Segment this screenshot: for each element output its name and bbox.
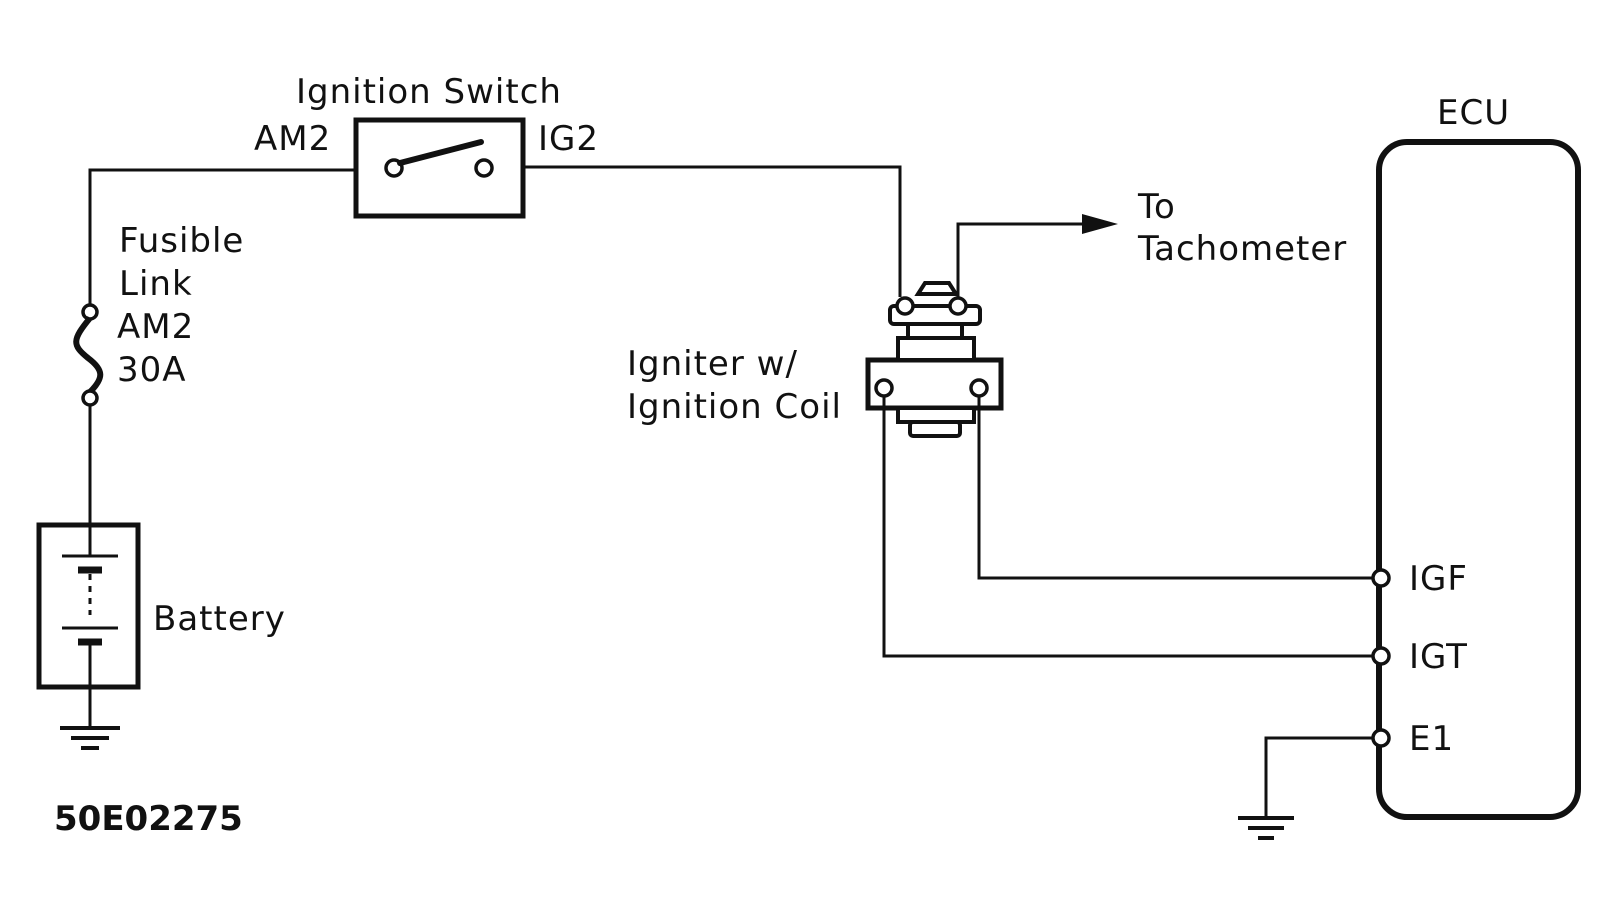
igniter-label-line2: Ignition Coil <box>627 387 842 427</box>
fuse-rating-label: 30A <box>117 350 187 390</box>
e1-label: E1 <box>1409 719 1454 759</box>
figure-code: 50E02275 <box>54 799 243 839</box>
ignition-switch-symbol <box>353 117 526 219</box>
igniter-label-line1: Igniter w/ <box>627 344 798 384</box>
igt-terminal <box>1371 646 1391 666</box>
fusible-label: Fusible <box>119 221 244 261</box>
ig2-wire <box>523 165 902 297</box>
ecu-label: ECU <box>1437 93 1510 133</box>
igt-label: IGT <box>1409 637 1468 677</box>
supply-wire <box>88 168 355 525</box>
igniter-symbol <box>865 281 1004 438</box>
battery-symbol <box>36 522 141 690</box>
igf-wire <box>977 396 1379 580</box>
battery-ground-symbol <box>60 687 120 750</box>
fuse-name-label: AM2 <box>117 307 194 347</box>
ig2-terminal-label: IG2 <box>538 119 599 159</box>
fusible-link-symbol <box>73 303 104 407</box>
e1-terminal <box>1371 728 1391 748</box>
ignition-switch-label: Ignition Switch <box>296 72 562 112</box>
ecu-box <box>1376 139 1581 820</box>
igf-terminal <box>1371 568 1391 588</box>
link-label: Link <box>119 264 193 304</box>
igt-wire <box>882 396 1379 658</box>
battery-label: Battery <box>153 599 286 639</box>
tachometer-label: Tachometer <box>1137 229 1347 269</box>
igf-label: IGF <box>1409 559 1468 599</box>
tachometer-wire <box>956 214 1118 297</box>
to-label: To <box>1137 187 1176 227</box>
ecu-ground-symbol <box>1238 736 1373 840</box>
am2-terminal-label: AM2 <box>254 119 331 159</box>
